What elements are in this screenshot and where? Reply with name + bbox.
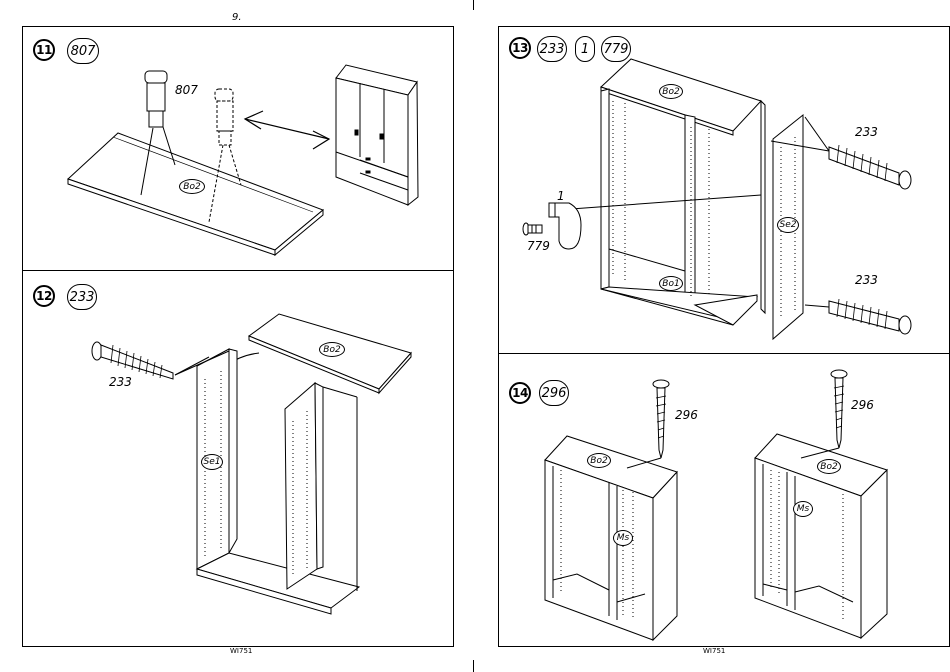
step-13-panel: 13 233 1 779 Bo2 Bo1 Se2 233 233 1 779 [498, 26, 950, 354]
double-arrow-icon [245, 111, 329, 149]
clip-screw-label: 779 [527, 239, 550, 253]
step-13-illustration [499, 27, 950, 355]
crop-mark-top [473, 0, 474, 10]
step-12-part-233: 233 [67, 284, 97, 310]
footer-code-right: WI751 [703, 647, 725, 655]
screw-233-lower-icon [829, 299, 911, 334]
screw-left-label: 296 [675, 408, 698, 422]
step-14-part-296: 296 [539, 380, 569, 406]
mid-left-label: Ms [613, 530, 633, 546]
screw-233-upper-icon [829, 145, 911, 189]
cabinet-left-shape [545, 436, 677, 640]
page-number: 9. [232, 12, 242, 23]
step-12-badge: 12 [33, 285, 55, 307]
wardrobe-thumbnail-icon [336, 65, 418, 205]
side-panel-label: Se1 [201, 454, 223, 470]
step-11-panel: 11 807 807 Bo2 [22, 26, 454, 271]
step-14-badge: 14 [509, 382, 531, 404]
step-12-panel: 12 233 233 Bo2 Se1 [22, 270, 454, 647]
step-13-badge: 13 [509, 37, 531, 59]
bottom-board-label: Bo1 [659, 276, 683, 291]
step-13-part-779: 779 [601, 36, 631, 62]
footer-code-left: WI751 [230, 647, 252, 655]
step-12-illustration [23, 271, 455, 648]
screw-lower-label: 233 [855, 273, 878, 287]
crop-mark-bottom [473, 660, 474, 672]
dowel-label: 807 [175, 83, 198, 97]
top-left-label: Bo2 [587, 453, 611, 468]
screw-296-left-icon [627, 380, 669, 468]
screw-right-label: 296 [851, 398, 874, 412]
step-11-badge: 11 [33, 39, 55, 61]
screw-upper-label: 233 [855, 125, 878, 139]
step-14-panel: 14 296 296 296 Bo2 Bo2 Ms Ms [498, 353, 950, 647]
clip-part-icon [549, 203, 581, 249]
top-board-label: Bo2 [659, 84, 683, 99]
mid-right-label: Ms [793, 501, 813, 517]
side-panel-label: Se2 [777, 217, 799, 233]
step-13-part-233: 233 [537, 36, 567, 62]
step-11-part-807: 807 [67, 38, 99, 64]
top-right-label: Bo2 [817, 459, 841, 474]
clip-label: 1 [557, 189, 565, 203]
step-13-part-1: 1 [575, 36, 595, 62]
panel-label-bo2: Bo2 [179, 179, 205, 194]
screw-label: 233 [109, 375, 132, 389]
top-board-label: Bo2 [319, 342, 345, 357]
screw-779-icon [523, 223, 542, 235]
